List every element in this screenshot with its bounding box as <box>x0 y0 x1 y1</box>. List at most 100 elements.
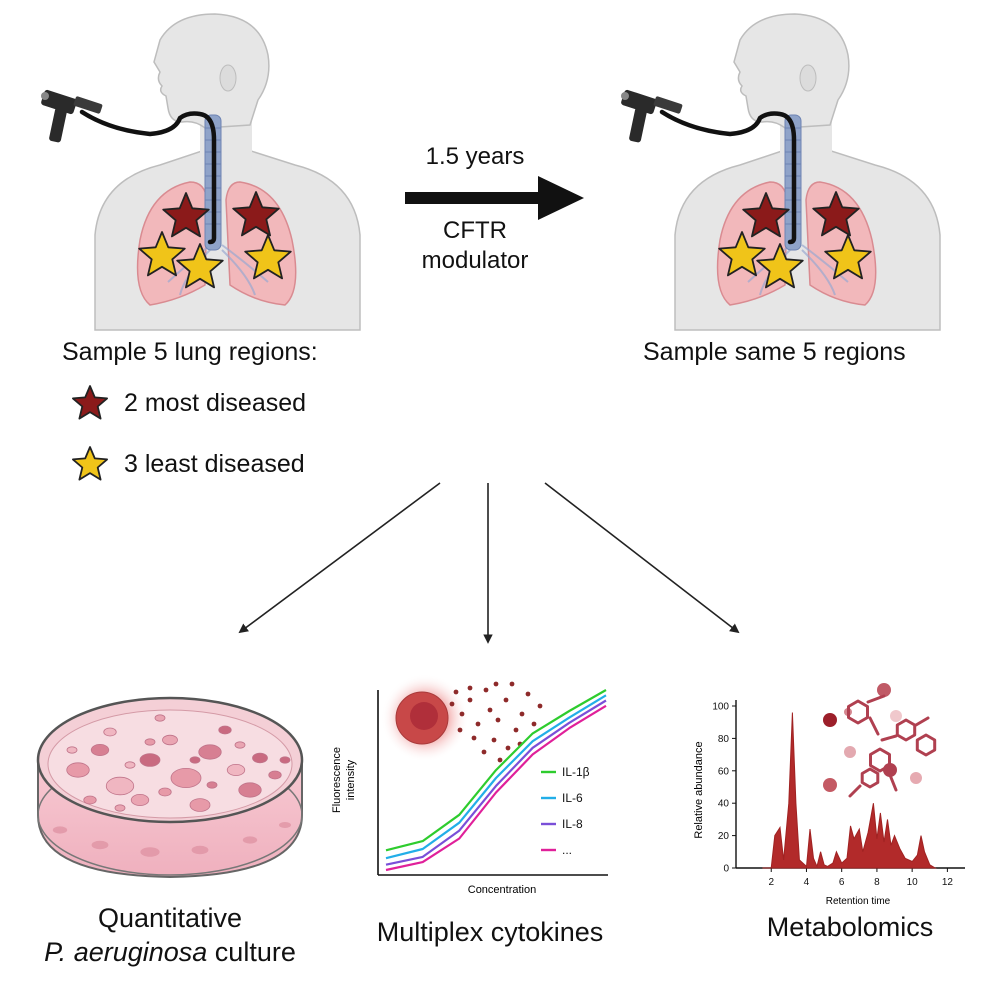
molecule-ring <box>869 747 891 773</box>
culture-organism: P. aeruginosa <box>44 937 208 967</box>
metab-x-tick-label: 4 <box>804 877 810 888</box>
culture-caption-suffix: culture <box>207 937 296 967</box>
colony <box>242 836 258 844</box>
legend-least-diseased-label: 3 least diseased <box>124 450 305 478</box>
most-diseased-star-icon <box>742 192 790 238</box>
cytokine-series-line <box>385 689 607 852</box>
colony <box>52 826 68 834</box>
cytokine-dot <box>449 701 455 707</box>
molecule-ring <box>847 699 869 725</box>
arrow-label-treatment-line1: CFTR <box>443 217 507 244</box>
cytokine-dot <box>471 735 477 741</box>
molecule-bond <box>866 694 886 704</box>
time-arrow <box>405 176 584 220</box>
metab-y-tick-label: 60 <box>718 766 730 777</box>
least-diseased-star-icon <box>824 234 872 280</box>
cytokine-dot <box>459 711 465 717</box>
colony <box>218 725 232 735</box>
metabolite-ball <box>910 772 922 784</box>
metab-y-tick-label: 20 <box>718 831 730 842</box>
colony <box>140 847 160 857</box>
molecule-ring <box>860 767 880 789</box>
cytokine-dot <box>467 685 473 691</box>
colony <box>139 753 161 767</box>
colony <box>206 781 218 789</box>
molecule-bond <box>848 784 862 798</box>
secreted-cytokine-dots <box>449 681 543 763</box>
cytokine-dot <box>505 745 511 751</box>
least-diseased-star-icon <box>176 243 224 289</box>
metab-y-tick-label: 100 <box>712 702 729 713</box>
least-diseased-star-icon <box>718 231 766 277</box>
cytokine-dot <box>457 727 463 733</box>
molecule-ring <box>895 718 917 742</box>
colony <box>170 768 202 789</box>
colony <box>91 840 109 850</box>
metabolite-molecules <box>823 683 937 798</box>
cytokine-series-line <box>385 694 607 860</box>
cytokine-ylabel-line1: Fluorescence <box>331 747 343 813</box>
cytokine-dot <box>509 681 515 687</box>
colony <box>154 714 166 722</box>
colony <box>114 804 126 812</box>
metabolite-ball <box>823 778 837 792</box>
metabolite-ball <box>877 683 891 697</box>
colony <box>279 756 291 764</box>
colony <box>252 752 268 764</box>
metab-y-tick-label: 80 <box>718 734 730 745</box>
cytokine-line-chart: Fluorescence intensity Concentration IL-… <box>331 674 608 896</box>
least-diseased-star-icon <box>244 234 292 280</box>
cytokine-dot <box>531 721 537 727</box>
cytokine-dot <box>497 757 503 763</box>
metab-xlabel: Retention time <box>826 896 891 907</box>
molecule-bond <box>914 716 930 727</box>
colony <box>234 741 246 749</box>
cytokine-dot <box>481 749 487 755</box>
colony <box>66 762 90 778</box>
arrow-label-treatment-line2: modulator <box>421 247 529 274</box>
least-diseased-star-icon <box>756 243 804 289</box>
cytokine-dot <box>519 711 525 717</box>
colony <box>83 795 97 805</box>
cytokine-legend-label: ... <box>562 843 572 857</box>
metab-area-series <box>762 712 937 869</box>
cytokines-caption: Multiplex cytokines <box>376 917 604 947</box>
bronchoscope-icon <box>621 89 683 143</box>
cytokine-ylabel-line2: intensity <box>345 759 357 800</box>
colony <box>144 738 156 746</box>
branch-arrows <box>238 482 740 644</box>
colony <box>191 845 209 855</box>
most-diseased-star-icon <box>162 192 210 238</box>
patient-before-illustration <box>41 13 361 331</box>
metabolite-ball <box>823 713 837 727</box>
molecule-bond <box>868 716 880 736</box>
metab-x-tick-label: 6 <box>839 877 845 888</box>
cytokine-dot <box>483 687 489 693</box>
cytokine-dot <box>491 737 497 743</box>
cytokine-series-line <box>385 699 607 866</box>
molecule-ring <box>915 733 937 757</box>
cytokine-legend-label: IL-8 <box>562 817 583 831</box>
cytokine-dot <box>495 717 501 723</box>
cell-nucleus <box>410 702 438 730</box>
cytokine-dot <box>503 697 509 703</box>
metabolomics-caption: Metabolomics <box>766 912 934 942</box>
metab-ylabel: Relative abundance <box>693 741 705 838</box>
colony <box>162 734 178 746</box>
colony <box>189 798 211 812</box>
legend-most-diseased-star-icon <box>72 385 108 420</box>
cytokine-dot <box>513 727 519 733</box>
metabolite-ball <box>890 710 902 722</box>
cytokine-dot <box>487 707 493 713</box>
cytokine-series-line <box>385 704 607 872</box>
cytokine-dot <box>475 721 481 727</box>
colony <box>279 822 291 828</box>
cytokine-legend-label: IL-6 <box>562 791 583 805</box>
cytokine-dot <box>453 689 459 695</box>
arrow-label-duration: 1.5 years <box>425 143 525 170</box>
colony <box>198 744 222 760</box>
metabolite-ball <box>844 746 856 758</box>
metab-x-tick-label: 2 <box>768 877 774 888</box>
patient-after-illustration <box>621 13 941 331</box>
